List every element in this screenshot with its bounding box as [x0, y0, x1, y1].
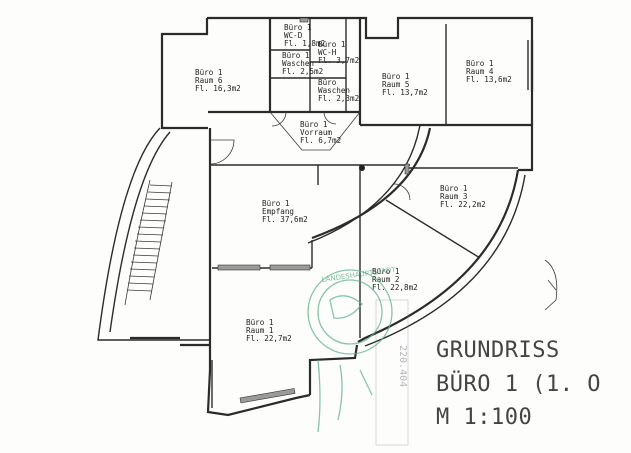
outer-walls — [160, 16, 534, 417]
hatched-walls — [217, 17, 410, 404]
title-scale: M 1:100 — [436, 405, 532, 430]
edge-stamp-fragment — [544, 259, 558, 311]
inner-walls — [208, 18, 534, 338]
column-marker — [359, 165, 365, 171]
title-block: GRUNDRISS BÜRO 1 (1. O M 1:100 — [436, 338, 601, 430]
stamp-number: 220.404 — [397, 345, 408, 387]
doors — [209, 111, 411, 201]
stamp-frame — [375, 299, 409, 446]
title-buero: BÜRO 1 (1. O — [436, 371, 601, 397]
staircase — [97, 127, 210, 347]
title-grundriss: GRUNDRISS — [436, 338, 560, 363]
